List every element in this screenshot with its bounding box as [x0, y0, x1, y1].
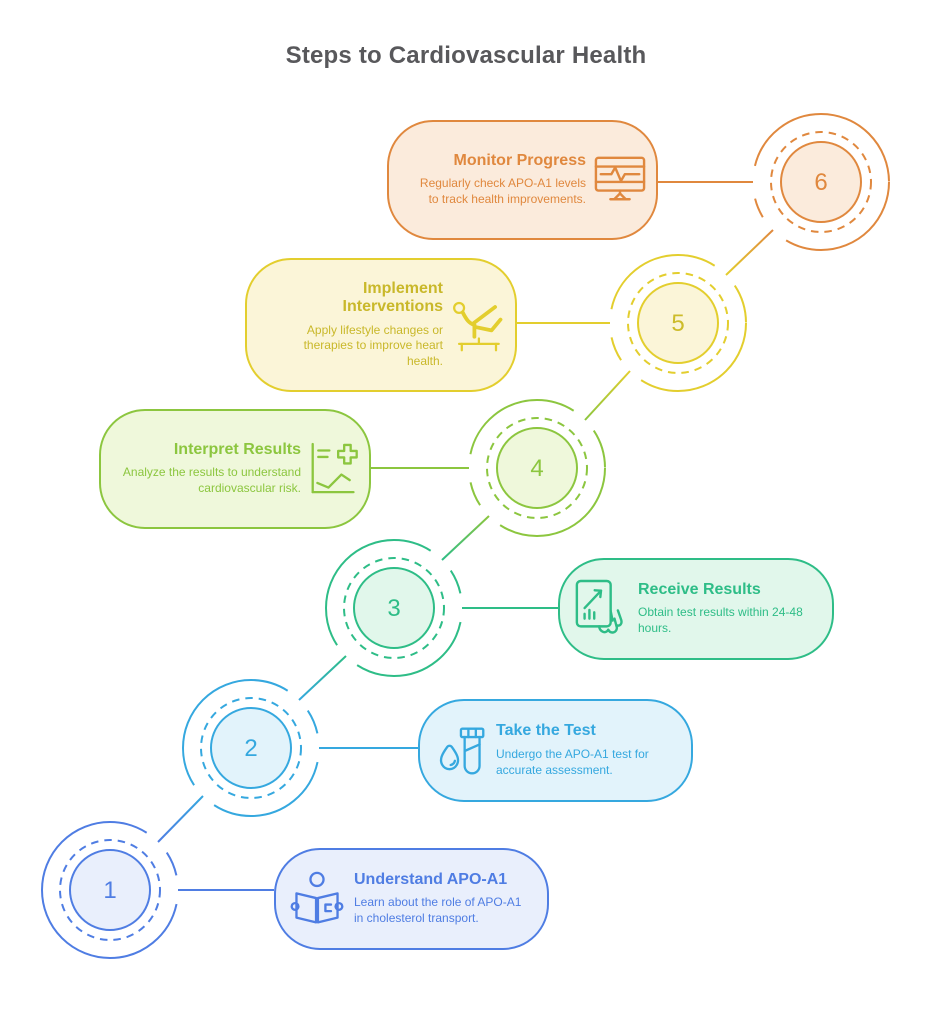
step-5-number: 5 [671, 310, 684, 337]
results-document-icon [575, 579, 623, 634]
book-reader-icon [290, 871, 344, 924]
step-1-outer-ring [41, 821, 179, 959]
step-1-number: 1 [103, 877, 116, 904]
connector-step-4-5 [584, 370, 631, 421]
step-card-6: Monitor Progress Regularly check APO-A1 … [387, 120, 658, 240]
step-5-outer-ring [609, 254, 747, 392]
step-5-number-circle [637, 282, 719, 364]
step-marker-1: 1 [41, 821, 179, 959]
connector-step-2-3 [298, 655, 347, 701]
step-card-2: Take the Test Undergo the APO-A1 test fo… [418, 699, 693, 802]
step-3-number: 3 [387, 595, 400, 622]
step-marker-5: 5 [609, 254, 747, 392]
step-2-number: 2 [244, 735, 257, 762]
connector-step-5-6 [725, 229, 774, 276]
step-card-5: Implement Interventions Apply lifestyle … [245, 258, 517, 392]
step-marker-3: 3 [325, 539, 463, 677]
step-2-outer-ring [182, 679, 320, 817]
step-card-3: Receive Results Obtain test results with… [558, 558, 834, 660]
step-4-description: Analyze the results to understand cardio… [122, 465, 301, 496]
step-5-title: Implement Interventions [342, 279, 443, 316]
step-1-number-circle [69, 849, 151, 931]
step-3-number-circle [353, 567, 435, 649]
step-marker-2: 2 [182, 679, 320, 817]
step-3-title: Receive Results [638, 580, 761, 598]
step-card-1: Understand APO-A1 Learn about the role o… [274, 848, 549, 950]
blood-test-icon [439, 726, 485, 774]
step-5-description: Apply lifestyle changes or therapies to … [303, 322, 443, 369]
analysis-chart-icon [311, 442, 358, 494]
step-6-number-circle [780, 141, 862, 223]
step-marker-6: 6 [752, 113, 890, 251]
step-2-dashed-ring [200, 697, 302, 799]
step-6-title: Monitor Progress [453, 151, 586, 169]
step-4-title: Interpret Results [173, 440, 301, 458]
step-6-outer-ring [752, 113, 890, 251]
step-3-description: Obtain test results within 24-48 hours. [638, 605, 803, 636]
step-1-title: Understand APO-A1 [354, 870, 508, 888]
connector-step-3-4 [441, 515, 490, 561]
step-4-outer-ring [468, 399, 606, 537]
step-card-4: Interpret Results Analyze the results to… [99, 409, 371, 529]
step-1-description: Learn about the role of APO-A1 in choles… [354, 895, 522, 926]
step-2-number-circle [210, 707, 292, 789]
step-1-dashed-ring [59, 839, 161, 941]
step-6-description: Regularly check APO-A1 levels to track h… [419, 176, 586, 207]
connector-step-1-2 [157, 795, 204, 843]
step-5-dashed-ring [627, 272, 729, 374]
page-title: Steps to Cardiovascular Health [285, 42, 647, 69]
step-2-description: Undergo the APO-A1 test for accurate ass… [496, 746, 649, 777]
step-4-number: 4 [530, 455, 543, 482]
step-6-number: 6 [814, 169, 827, 196]
step-3-outer-ring [325, 539, 463, 677]
step-4-dashed-ring [486, 417, 588, 519]
step-4-number-circle [496, 427, 578, 509]
exercise-icon [453, 301, 503, 352]
monitor-ecg-icon [594, 156, 646, 201]
step-6-dashed-ring [770, 131, 872, 233]
step-3-dashed-ring [343, 557, 445, 659]
step-2-title: Take the Test [496, 722, 596, 740]
step-marker-4: 4 [468, 399, 606, 537]
